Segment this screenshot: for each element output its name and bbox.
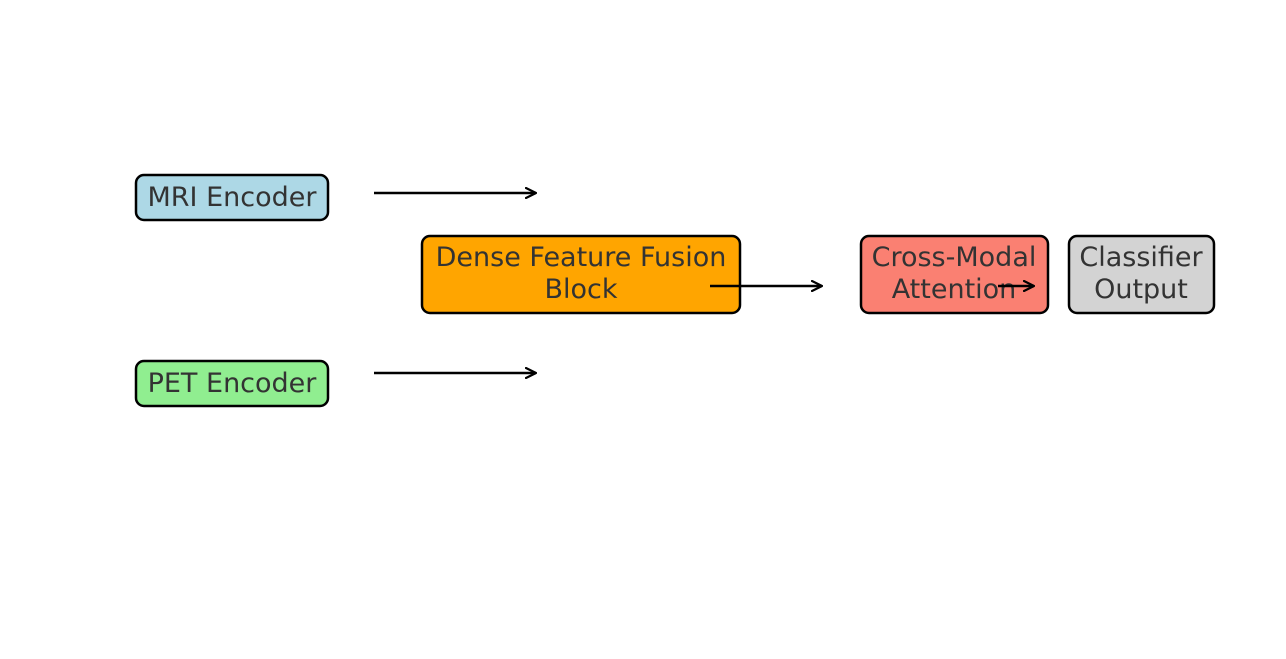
fusion-block-box <box>420 234 742 315</box>
fusion-block-label-line1: Dense Feature Fusion <box>436 242 727 273</box>
classifier-output-box <box>1067 234 1216 315</box>
mri-encoder-node: MRI Encoder <box>134 173 330 222</box>
cross-modal-attention-label-line1: Cross-Modal <box>872 242 1037 273</box>
mri-encoder-box <box>134 173 330 222</box>
cross-modal-attention-label-line2: Attention <box>892 274 1017 305</box>
cross-modal-attention-node: Cross-Modal Attention <box>859 234 1050 315</box>
fusion-block-node: Dense Feature Fusion Block <box>420 234 742 315</box>
cross-modal-attention-box <box>859 234 1050 315</box>
fusion-block-label-line2: Block <box>544 274 617 305</box>
pet-encoder-label: PET Encoder <box>148 368 318 399</box>
classifier-output-node: Classifier Output <box>1067 234 1216 315</box>
pet-encoder-box <box>134 359 330 408</box>
mri-encoder-label: MRI Encoder <box>148 182 318 213</box>
pet-encoder-node: PET Encoder <box>134 359 330 408</box>
classifier-output-label-line1: Classifier <box>1079 242 1203 273</box>
classifier-output-label-line2: Output <box>1094 274 1188 305</box>
